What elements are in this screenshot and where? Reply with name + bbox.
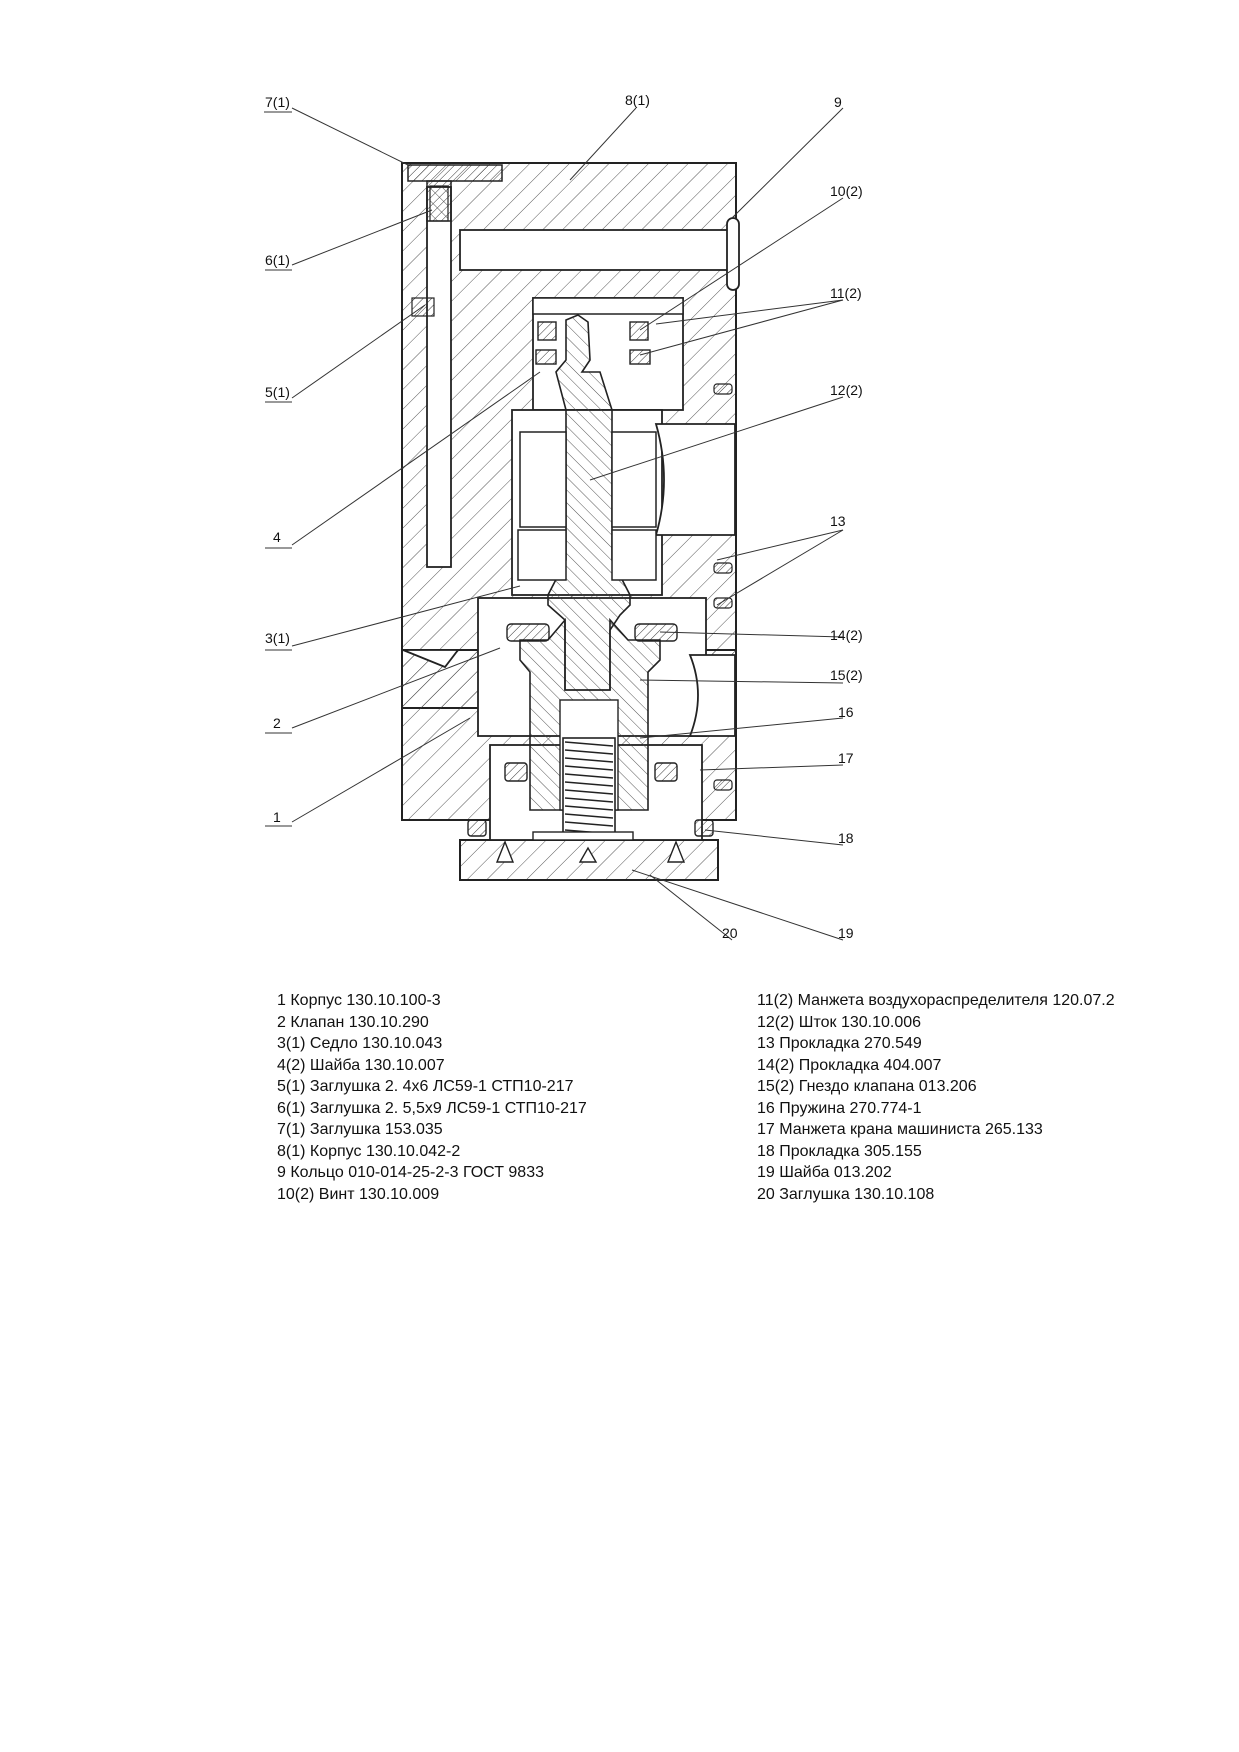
part-line-13: 13 Прокладка 270.549 — [757, 1035, 922, 1052]
callout-4: 4 — [273, 529, 281, 545]
part-line-15: 15(2) Гнездо клапана 013.206 — [757, 1078, 977, 1095]
part-line-11: 11(2) Манжета воздухораспределителя 120.… — [757, 992, 1115, 1009]
washers-14 — [506, 623, 678, 642]
callout-14: 14(2) — [830, 627, 863, 643]
part-line-17: 17 Манжета крана машиниста 265.133 — [757, 1121, 1043, 1138]
part-line-2: 2 Клапан 130.10.290 — [277, 1013, 429, 1031]
part-line-18: 18 Прокладка 305.155 — [757, 1142, 922, 1160]
callout-15: 15(2) — [830, 667, 863, 683]
callout-12: 12(2) — [830, 382, 863, 398]
callout-18: 18 — [838, 830, 854, 846]
cuffs-11 — [535, 321, 651, 365]
parts-list-left: 1 Корпус 130.10.100-3 2 Клапан 130.10.29… — [277, 990, 587, 1205]
part-line-10: 10(2) Винт 130.10.009 — [277, 1185, 440, 1203]
part-line-16: 16 Пружина 270.774-1 — [757, 1099, 922, 1117]
callout-19: 19 — [838, 925, 854, 941]
leader-lines — [264, 107, 844, 941]
callout-8: 8(1) — [625, 92, 650, 108]
part-line-4: 4(2) Шайба 130.10.007 — [277, 1056, 445, 1074]
cuffs-17-gasket-18 — [467, 762, 714, 837]
callout-13: 13 — [830, 513, 846, 529]
screw-10 — [517, 297, 684, 581]
part-line-3: 3(1) Седло 130.10.043 — [277, 1035, 443, 1052]
part-line-7: 7(1) Заглушка 153.035 — [277, 1121, 443, 1138]
part-line-5: 5(1) Заглушка 2. 4х6 ЛС59-1 СТП10-217 — [277, 1078, 574, 1095]
callout-5: 5(1) — [265, 384, 290, 400]
callout-2: 2 — [273, 715, 281, 731]
gaskets-13 — [713, 383, 733, 791]
part-line-9: 9 Кольцо 010-014-25-2-3 ГОСТ 9833 — [277, 1164, 544, 1181]
part-line-8: 8(1) Корпус 130.10.042-2 — [277, 1142, 461, 1160]
part-line-1: 1 Корпус 130.10.100-3 — [277, 992, 441, 1009]
callout-11: 11(2) — [830, 285, 862, 301]
spring-16 — [562, 737, 616, 839]
callout-labels: 7(1) 8(1) 9 10(2) 11(2) 6(1) 5(1) 12(2) … — [265, 92, 863, 941]
callout-16: 16 — [838, 704, 854, 720]
callout-1: 1 — [273, 809, 281, 825]
part-line-20: 20 Заглушка 130.10.108 — [757, 1185, 935, 1203]
bottom-details — [495, 831, 686, 863]
part-line-19: 19 Шайба 013.202 — [757, 1164, 892, 1181]
part-line-12: 12(2) Шток 130.10.006 — [757, 1013, 922, 1031]
callout-20: 20 — [722, 925, 738, 941]
callout-17: 17 — [838, 750, 854, 766]
o-ring-9 — [726, 217, 740, 291]
callout-9: 9 — [834, 94, 842, 110]
callout-7: 7(1) — [265, 94, 290, 110]
callout-10: 10(2) — [830, 183, 863, 199]
part-line-6: 6(1) Заглушка 2. 5,5х9 ЛС59-1 СТП10-217 — [277, 1099, 587, 1117]
callout-6: 6(1) — [265, 252, 290, 268]
callout-3: 3(1) — [265, 630, 290, 646]
parts-list-right: 11(2) Манжета воздухораспределителя 120.… — [757, 990, 1115, 1205]
part-line-14: 14(2) Прокладка 404.007 — [757, 1056, 942, 1074]
